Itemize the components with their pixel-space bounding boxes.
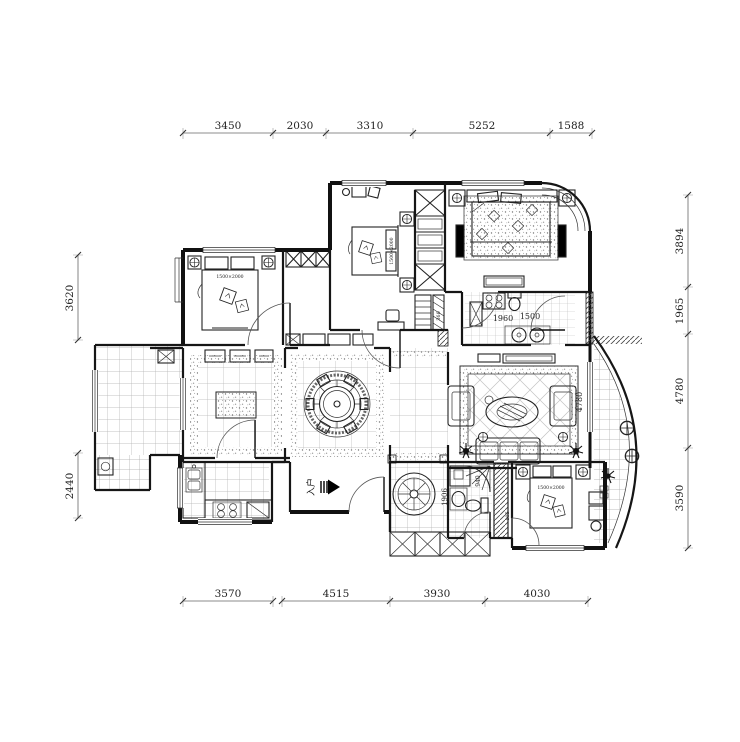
bath-dim-940: 940 bbox=[475, 475, 482, 487]
bed-size-label-3: 1500×2000 bbox=[537, 485, 564, 491]
living-dim-4780: 4780 bbox=[575, 392, 584, 412]
master-bedroom-furniture bbox=[448, 189, 576, 288]
bedroom-middle-furniture bbox=[341, 185, 415, 331]
dim-top-3: 3310 bbox=[357, 120, 384, 132]
dim-top-1: 3450 bbox=[215, 120, 242, 132]
dim-left-1: 3620 bbox=[64, 285, 76, 312]
dimension-chain-top: 3450 2030 3310 5252 1588 bbox=[179, 120, 596, 139]
living-room-furniture bbox=[447, 353, 584, 465]
dim-right-2: 1965 bbox=[674, 298, 686, 325]
bathroom-bottom-fixtures bbox=[449, 465, 491, 514]
louver-closet bbox=[493, 462, 509, 539]
closet-dim-360: 360 bbox=[436, 311, 442, 321]
dimension-chain-right: 3894 1965 4780 3590 bbox=[674, 191, 693, 552]
doors bbox=[216, 291, 566, 546]
floor-textures bbox=[95, 195, 642, 543]
entry-symbols bbox=[320, 479, 340, 495]
dim-bottom-3: 3930 bbox=[424, 588, 451, 600]
wardrobe-bottom-row bbox=[389, 531, 491, 557]
dimension-chain-bottom: 3570 4515 3930 4030 bbox=[179, 588, 592, 607]
dim-right-1: 3894 bbox=[674, 227, 686, 254]
bath-dim-1906: 1906 bbox=[441, 488, 449, 506]
round-table bbox=[392, 472, 436, 516]
dim-top-2: 2030 bbox=[287, 120, 314, 132]
tea-room-cabinets bbox=[157, 349, 274, 364]
dim-top-4: 5252 bbox=[469, 120, 496, 132]
corridor-cabinets bbox=[285, 333, 374, 346]
dimension-chain-left: 3620 2440 bbox=[64, 251, 83, 522]
dim-left-2: 2440 bbox=[64, 473, 76, 500]
bedroom-top-left-furniture bbox=[187, 255, 276, 331]
wardrobe-column bbox=[414, 189, 446, 331]
bath-dim-1500: 1500 bbox=[520, 312, 540, 321]
windows bbox=[91, 179, 594, 552]
wardrobe-top-strip bbox=[285, 250, 331, 268]
entry-label: 入户 bbox=[305, 478, 317, 496]
dim-bottom-2: 4515 bbox=[323, 588, 350, 600]
door-dim-105: 105 bbox=[505, 511, 511, 521]
bed-size-label-1: 1500×2000 bbox=[216, 274, 243, 280]
laundry-room bbox=[97, 457, 114, 476]
dim-right-3: 4780 bbox=[674, 378, 686, 405]
dining-table bbox=[303, 370, 371, 438]
dim-right-4: 3590 bbox=[674, 485, 686, 512]
bed-size-label-2: 1500×2000 bbox=[389, 237, 395, 264]
dim-bottom-1: 3570 bbox=[215, 588, 242, 600]
dim-top-5: 1588 bbox=[558, 120, 585, 132]
entry-arrow-icon bbox=[328, 479, 340, 495]
dim-bottom-4: 4030 bbox=[524, 588, 551, 600]
bath-dim-1960: 1960 bbox=[493, 314, 513, 323]
